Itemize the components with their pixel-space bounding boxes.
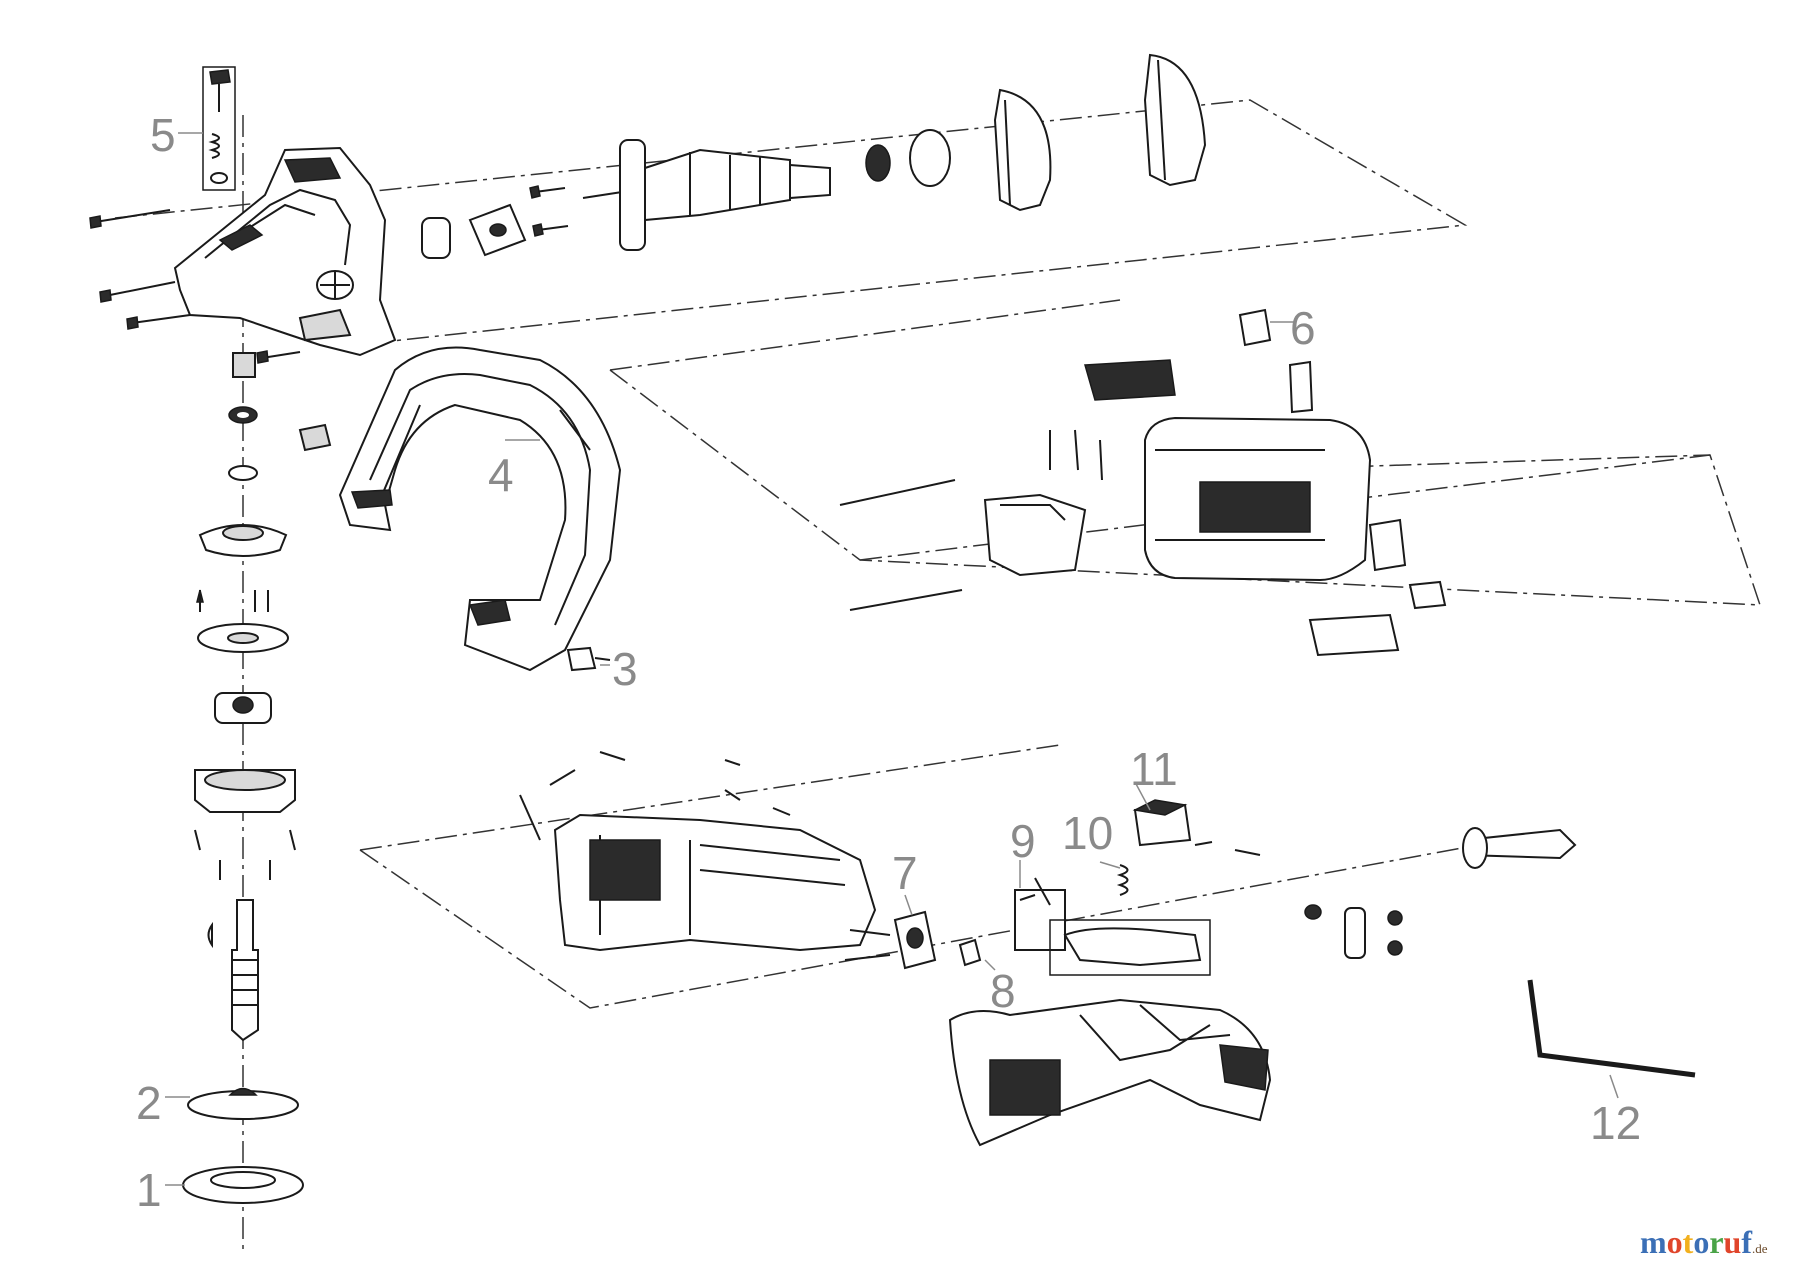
lower-housing-half [519, 751, 877, 952]
callout-5: 5 [150, 109, 176, 161]
callout-6: 6 [1290, 302, 1316, 354]
hex-key [1527, 979, 1696, 1078]
watermark-letter: u [1723, 1224, 1742, 1260]
callout-9: 9 [1010, 815, 1036, 867]
callout-11: 11 [1130, 743, 1178, 795]
side-handle [298, 346, 622, 672]
cable-sleeve [1462, 827, 1577, 869]
watermark-letter: t [1682, 1224, 1694, 1260]
callout-7: 7 [892, 847, 918, 899]
watermark-suffix: .de [1751, 1241, 1768, 1256]
watermark-letter: r [1709, 1224, 1724, 1260]
callout-2: 2 [136, 1077, 162, 1129]
spindle-stack [182, 352, 304, 1204]
callout-10: 10 [1062, 807, 1114, 859]
callout-4: 4 [488, 449, 514, 501]
callout-8: 8 [990, 965, 1016, 1017]
callout-1: 1 [136, 1164, 162, 1216]
callout-3: 3 [612, 643, 638, 695]
handle-screw [566, 646, 611, 672]
gear-head-housing [173, 146, 397, 357]
callout-12: 12 [1590, 1097, 1642, 1149]
cable-clamp [1304, 904, 1403, 959]
watermark-logo: motoruf.de [1640, 1226, 1768, 1258]
armature-row [421, 53, 1207, 259]
spindle-lock-assembly [202, 66, 236, 191]
watermark-letter: o [1666, 1224, 1683, 1260]
switch-parts [844, 799, 1261, 976]
motor-housing [839, 308, 1447, 657]
watermark-letter: f [1741, 1224, 1752, 1260]
callout-leaders [165, 132, 1619, 1186]
watermark-letter: o [1693, 1224, 1710, 1260]
watermark-letter: m [1640, 1224, 1667, 1260]
watermark-text: motoruf [1640, 1224, 1752, 1260]
housing-screws [89, 209, 301, 364]
rear-grip [948, 998, 1272, 1147]
